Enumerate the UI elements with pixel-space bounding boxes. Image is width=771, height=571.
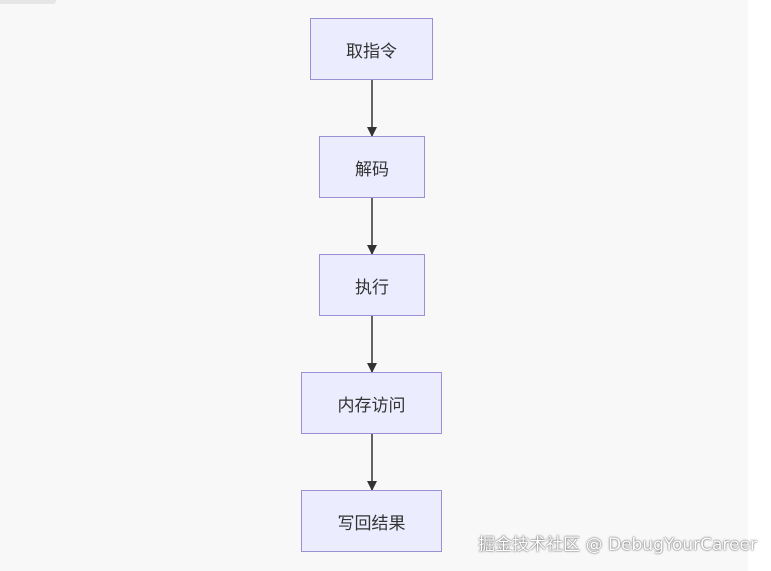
node-label: 取指令 [346,41,397,62]
node-write-back[interactable]: 写回结果 [301,490,442,552]
top-edge-tab [0,0,56,4]
node-decode[interactable]: 解码 [319,136,425,198]
node-label: 解码 [355,159,389,180]
diagram-canvas: 取指令 解码 执行 内存访问 写回结果 [0,0,442,552]
node-fetch-instruction[interactable]: 取指令 [310,18,433,80]
watermark-text: 掘金技术社区 @ DebugYourCareer [478,535,757,555]
node-label: 执行 [355,277,389,298]
node-label: 写回结果 [337,513,406,534]
edges-layer [367,80,377,491]
node-label: 内存访问 [337,395,406,416]
node-memory-access[interactable]: 内存访问 [301,372,442,434]
node-execute[interactable]: 执行 [319,254,425,316]
